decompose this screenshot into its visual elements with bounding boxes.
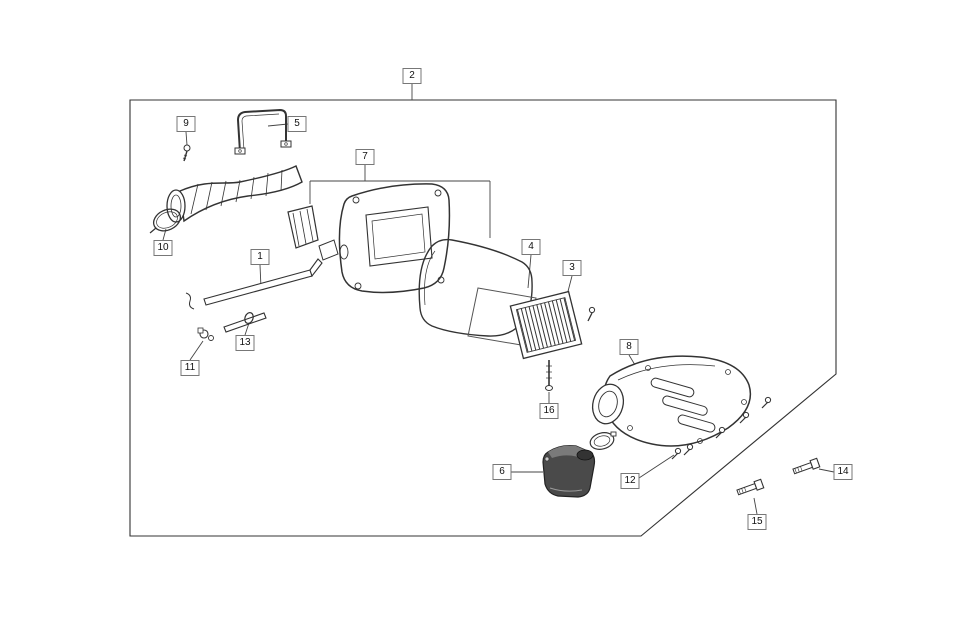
callout-11: 11 — [180, 360, 200, 376]
callout-14: 14 — [833, 464, 853, 480]
callout-16: 16 — [539, 403, 559, 419]
clamp-ring-icon — [149, 208, 182, 234]
filter-screw-icon — [545, 360, 553, 391]
callout-6: 6 — [492, 464, 512, 480]
airbox-inner-half — [338, 183, 451, 294]
tube-clamp-icon — [244, 312, 254, 324]
screw-icon — [587, 306, 596, 322]
callout-5: 5 — [287, 116, 307, 132]
callout-7: 7 — [355, 149, 375, 165]
frame-border — [129, 99, 837, 537]
callout-15: 15 — [747, 514, 767, 530]
callout-10: 10 — [153, 240, 173, 256]
airbox-cover — [603, 355, 752, 447]
snorkel-duct — [287, 205, 339, 261]
breather-fitting-icon — [197, 327, 214, 341]
flange-bolt-icon — [792, 457, 821, 475]
callout-13: 13 — [235, 335, 255, 351]
leader-lines — [162, 84, 835, 515]
gasket-seal — [418, 238, 533, 337]
callout-12: 12 — [620, 473, 640, 489]
flange-bolt-icon — [736, 478, 765, 496]
cover-vents — [650, 377, 716, 433]
cover-inlet-flange — [591, 383, 625, 425]
callout-2: 2 — [402, 68, 422, 84]
hose-clamp-icon — [589, 431, 617, 450]
callout-1: 1 — [250, 249, 270, 265]
intake-duct — [166, 165, 303, 223]
callout-8: 8 — [619, 339, 639, 355]
drain-tube — [185, 258, 323, 333]
filter-element — [509, 290, 583, 360]
callout-3: 3 — [562, 260, 582, 276]
support-bracket — [234, 108, 292, 155]
callout-4: 4 — [521, 239, 541, 255]
screw-icon — [182, 144, 191, 162]
mounting-screws — [671, 396, 772, 460]
callout-9: 9 — [176, 116, 196, 132]
intake-manifold — [542, 445, 596, 498]
